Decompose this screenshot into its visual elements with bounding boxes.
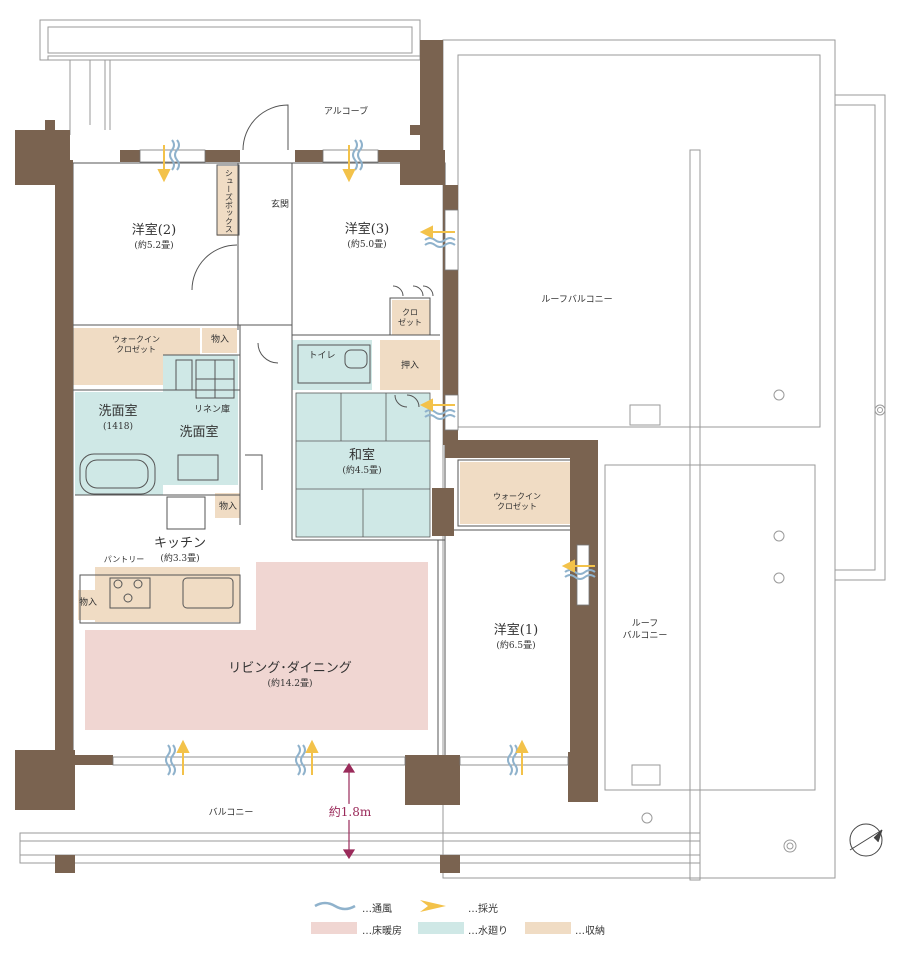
room-washroom-unit: 洗面室(1418) bbox=[98, 404, 138, 432]
pantry-label: パントリー bbox=[103, 555, 145, 564]
storage-label-a: 物入 bbox=[210, 334, 230, 345]
storage-label-c: 物入 bbox=[78, 597, 98, 608]
zone-fills bbox=[73, 166, 575, 730]
walk-in-closet-left: ウォークインクロゼット bbox=[112, 335, 160, 354]
legend-plumbing-swatch bbox=[418, 922, 464, 934]
legend-storage: …収納 bbox=[575, 926, 605, 937]
ventilation-marks bbox=[165, 139, 596, 776]
alcove-label: アルコーブ bbox=[323, 106, 369, 117]
room-kitchen: キッチン(約3.3畳) bbox=[153, 536, 207, 564]
balcony-label: バルコニー bbox=[208, 807, 254, 818]
room-toilet: トイレ bbox=[308, 350, 336, 361]
legend-storage-swatch bbox=[525, 922, 571, 934]
storage-label-b: 物入 bbox=[218, 501, 238, 512]
structural-walls bbox=[15, 40, 598, 873]
room-western-1: 洋室(1)(約6.5畳) bbox=[493, 623, 539, 651]
legend-plumbing: …水廻り bbox=[468, 926, 508, 937]
room-western-3: 洋室(3)(約5.0畳) bbox=[344, 222, 390, 250]
room-washroom: 洗面室 bbox=[179, 425, 219, 441]
compass-icon bbox=[849, 823, 883, 857]
legend-wind-icon bbox=[314, 901, 356, 911]
legend-swatches bbox=[311, 900, 571, 934]
daylight-marks bbox=[157, 145, 595, 775]
room-entrance: 玄関 bbox=[270, 199, 290, 210]
legend-light-icon bbox=[420, 900, 446, 912]
legend-floor-heating: …床暖房 bbox=[362, 926, 402, 937]
legend-floor-heating-swatch bbox=[311, 922, 357, 934]
legend-daylight: …採光 bbox=[468, 904, 498, 915]
shoebox-label: シューズボックス bbox=[224, 169, 234, 233]
walk-in-closet-right: ウォークインクロゼット bbox=[493, 492, 541, 511]
legend-ventilation: …通風 bbox=[362, 904, 392, 915]
oshiire-label: 押入 bbox=[400, 360, 420, 371]
room-living-dining: リビング･ダイニング(約14.2畳) bbox=[228, 661, 352, 689]
closet-label: クロゼット bbox=[398, 308, 422, 327]
roof-balcony-right-label: ルーフバルコニー bbox=[622, 618, 668, 641]
roof-balcony-top-label: ルーフバルコニー bbox=[541, 294, 613, 305]
roof-balcony-outline bbox=[19, 19, 886, 881]
balcony-depth-label: 約1.8m bbox=[326, 803, 374, 821]
room-linen: リネン庫 bbox=[193, 404, 231, 415]
room-western-2: 洋室(2)(約5.2畳) bbox=[131, 223, 177, 251]
tatami-grid bbox=[295, 392, 431, 538]
room-japanese: 和室(約4.5畳) bbox=[342, 448, 382, 476]
